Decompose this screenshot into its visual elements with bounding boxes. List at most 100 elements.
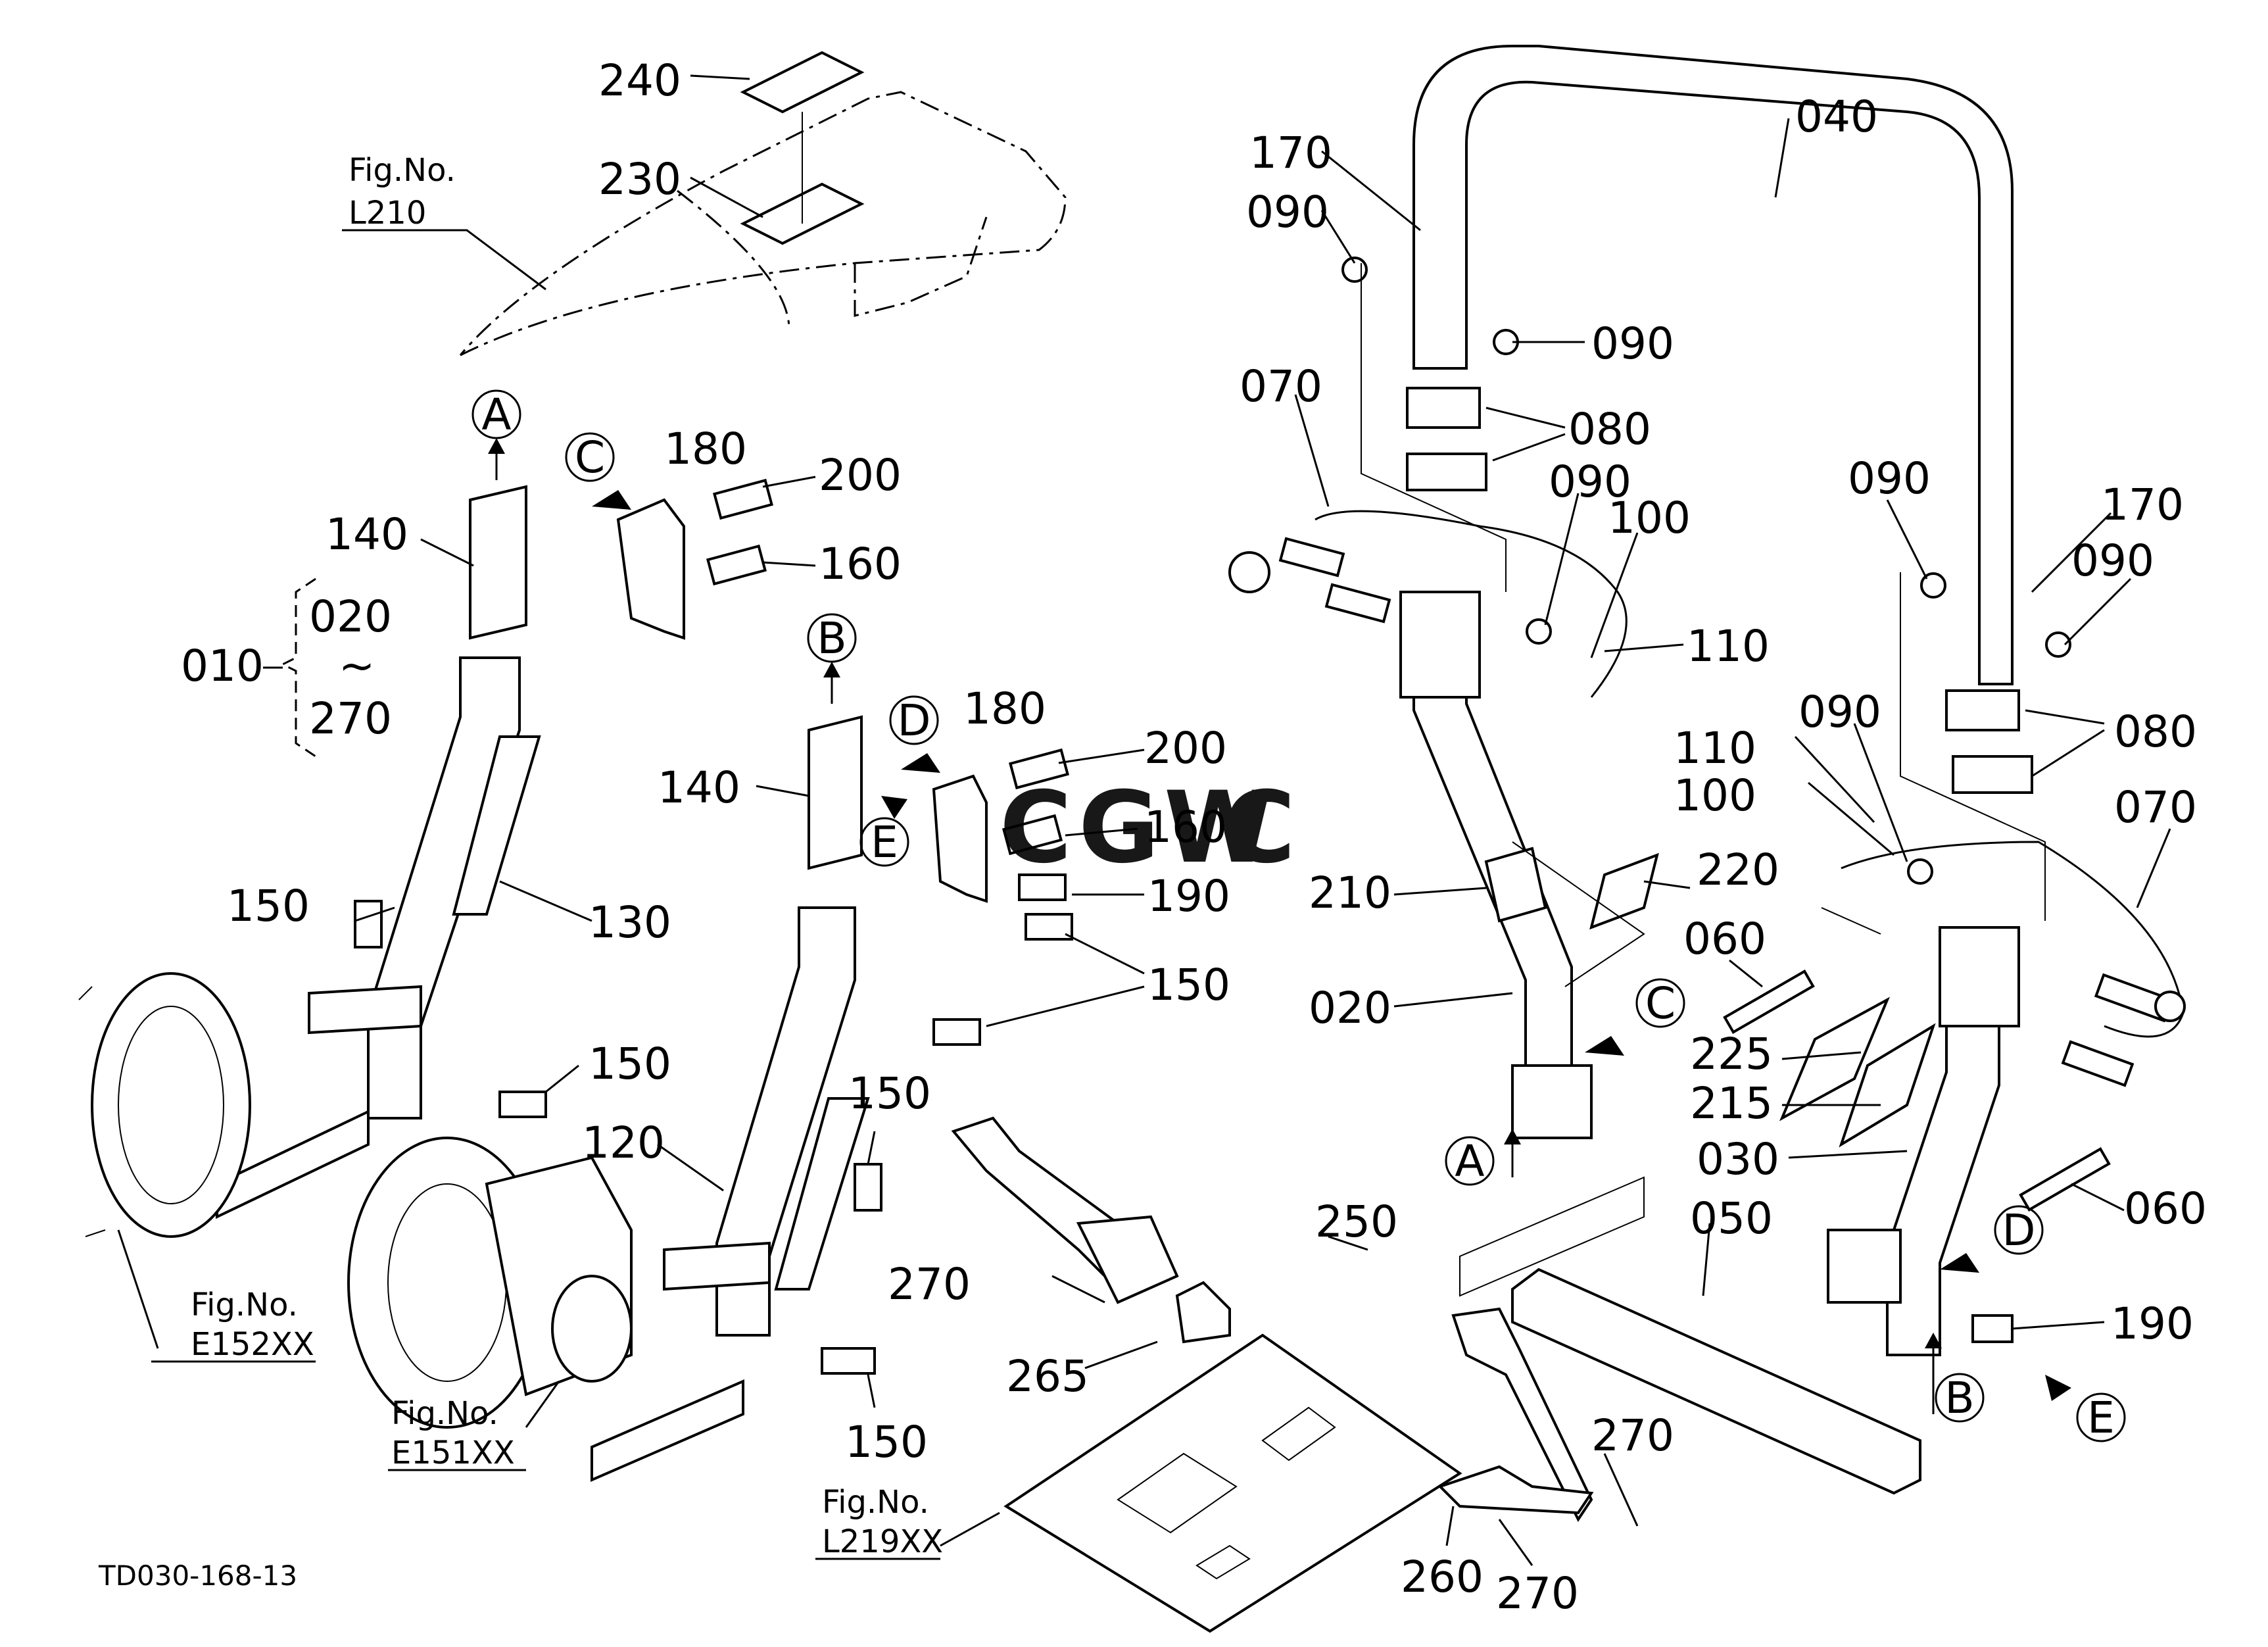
label-090-d: 090: [1848, 453, 1931, 504]
diagram-code: TD030-168-13: [98, 1560, 297, 1592]
label-265: 265: [1006, 1351, 1089, 1402]
svg-text:Fig.No.: Fig.No.: [391, 1395, 498, 1432]
label-220: 220: [1697, 845, 1779, 895]
callout-letter-E-upper: E: [859, 796, 909, 868]
callout-letter-E-lower: E: [2045, 1375, 2126, 1443]
fender-outline-L210: [459, 91, 1067, 356]
label-100-right: 100: [1674, 770, 1756, 821]
label-140-left: 140: [326, 509, 408, 560]
fig-ref-E151XX: Fig.No. E151XX: [388, 1395, 526, 1471]
label-210: 210: [1309, 868, 1391, 918]
svg-text:A: A: [481, 389, 511, 440]
label-060-right: 060: [2124, 1183, 2207, 1234]
label-230: 230: [598, 154, 681, 205]
seat-frame-L219XX: [1003, 1333, 1462, 1633]
label-050: 050: [1690, 1193, 1773, 1244]
label-180-left: 180: [664, 424, 747, 474]
svg-text:A: A: [1455, 1136, 1484, 1187]
part-labels: 240 230 140 180 200 160 150 130 140 180 …: [227, 55, 2207, 1619]
label-040: 040: [1795, 91, 1878, 142]
label-100-left: 100: [1608, 493, 1691, 543]
label-260: 260: [1401, 1552, 1484, 1602]
callout-letter-C-upper: C: [565, 432, 631, 510]
svg-text:C: C: [1223, 771, 1295, 885]
label-030: 030: [1697, 1134, 1779, 1185]
label-070-left: 070: [1240, 361, 1322, 412]
cap-080: [1406, 387, 2033, 794]
label-130: 130: [589, 897, 671, 948]
housing-E152XX: [78, 972, 251, 1238]
label-110-left: 110: [1687, 621, 1770, 672]
svg-text:D: D: [898, 695, 931, 746]
label-070-right: 070: [2114, 782, 2197, 833]
svg-text:C: C: [1645, 978, 1676, 1029]
bolt-060-190: [1723, 970, 2111, 1343]
label-170-left: 170: [1249, 128, 1332, 178]
group-range-symbol: ~: [339, 641, 375, 691]
label-110-right: 110: [1674, 723, 1756, 774]
svg-text:B: B: [817, 613, 846, 664]
svg-text:E152XX: E152XX: [191, 1326, 314, 1363]
watermark-logo: C G W C: [1000, 771, 1295, 885]
bracket-120: [591, 906, 870, 1483]
plate-180: [616, 498, 988, 903]
label-180-mid: 180: [963, 683, 1046, 734]
svg-text:L210: L210: [349, 195, 426, 232]
sleeve-140: [469, 485, 863, 870]
callout-letter-A-upper: A: [471, 389, 521, 480]
label-090-b: 090: [1591, 318, 1674, 369]
callout-letter-D-upper: D: [889, 695, 940, 773]
callout-letter-C-lower: C: [1585, 978, 1685, 1056]
label-080-left: 080: [1568, 404, 1651, 455]
leader-lines: [117, 74, 2171, 1566]
svg-text:L219XX: L219XX: [822, 1523, 943, 1560]
label-270-b: 270: [1591, 1410, 1674, 1461]
label-080-right: 080: [2114, 706, 2197, 757]
label-020: 020: [1309, 983, 1391, 1033]
svg-text:B: B: [1944, 1373, 1974, 1423]
group-range-end: 270: [309, 693, 392, 744]
label-140-mid: 140: [658, 762, 740, 813]
label-215: 215: [1690, 1078, 1773, 1129]
svg-text:G: G: [1078, 771, 1159, 885]
svg-text:W: W: [1164, 771, 1272, 885]
label-150-a: 150: [227, 881, 310, 931]
group-bracket-010: 010 020 ~ 270: [181, 578, 392, 758]
bracket-260-265: [1175, 1281, 1594, 1515]
svg-text:E: E: [2087, 1392, 2115, 1443]
callout-letter-A-lower: A: [1445, 1129, 1521, 1187]
callout-letter-D-lower: D: [1940, 1205, 2044, 1273]
label-160-mid: 160: [1144, 802, 1227, 852]
group-range-start: 020: [309, 591, 392, 642]
rops-right-post-030: [1827, 926, 2020, 1356]
seat-belt-250: [951, 1116, 1593, 1522]
assembly-lines-right: [1361, 263, 2046, 1297]
label-090-a: 090: [1246, 187, 1329, 237]
label-200-left: 200: [819, 450, 902, 501]
label-190-right: 190: [2111, 1298, 2194, 1349]
label-150-d: 150: [848, 1068, 931, 1119]
label-060-left: 060: [1683, 914, 1766, 964]
callout-letter-B-upper: B: [807, 613, 857, 704]
decals-230-240: [740, 51, 865, 245]
label-090-f: 090: [1798, 687, 1881, 737]
rops-upper-frame-040: [1412, 45, 2014, 685]
svg-text:Fig.No.: Fig.No.: [349, 152, 456, 189]
label-190-mid: 190: [1147, 871, 1230, 922]
svg-text:E: E: [871, 817, 898, 868]
label-090-c: 090: [1549, 456, 1631, 507]
label-225: 225: [1690, 1029, 1773, 1079]
pin-and-cable-070-left: [1228, 510, 1628, 698]
fig-ref-L219XX: Fig.No. L219XX: [815, 1484, 943, 1560]
svg-text:D: D: [2002, 1205, 2036, 1256]
fig-ref-E152XX: Fig.No. E152XX: [151, 1287, 316, 1363]
label-120: 120: [582, 1118, 665, 1168]
housing-E151XX: [347, 1137, 633, 1429]
svg-text:E151XX: E151XX: [391, 1435, 515, 1471]
label-240: 240: [598, 55, 681, 106]
label-170-right: 170: [2101, 479, 2184, 530]
svg-text:Fig.No.: Fig.No.: [191, 1287, 298, 1323]
svg-text:C: C: [1000, 771, 1072, 885]
label-270-c: 270: [1496, 1568, 1579, 1619]
